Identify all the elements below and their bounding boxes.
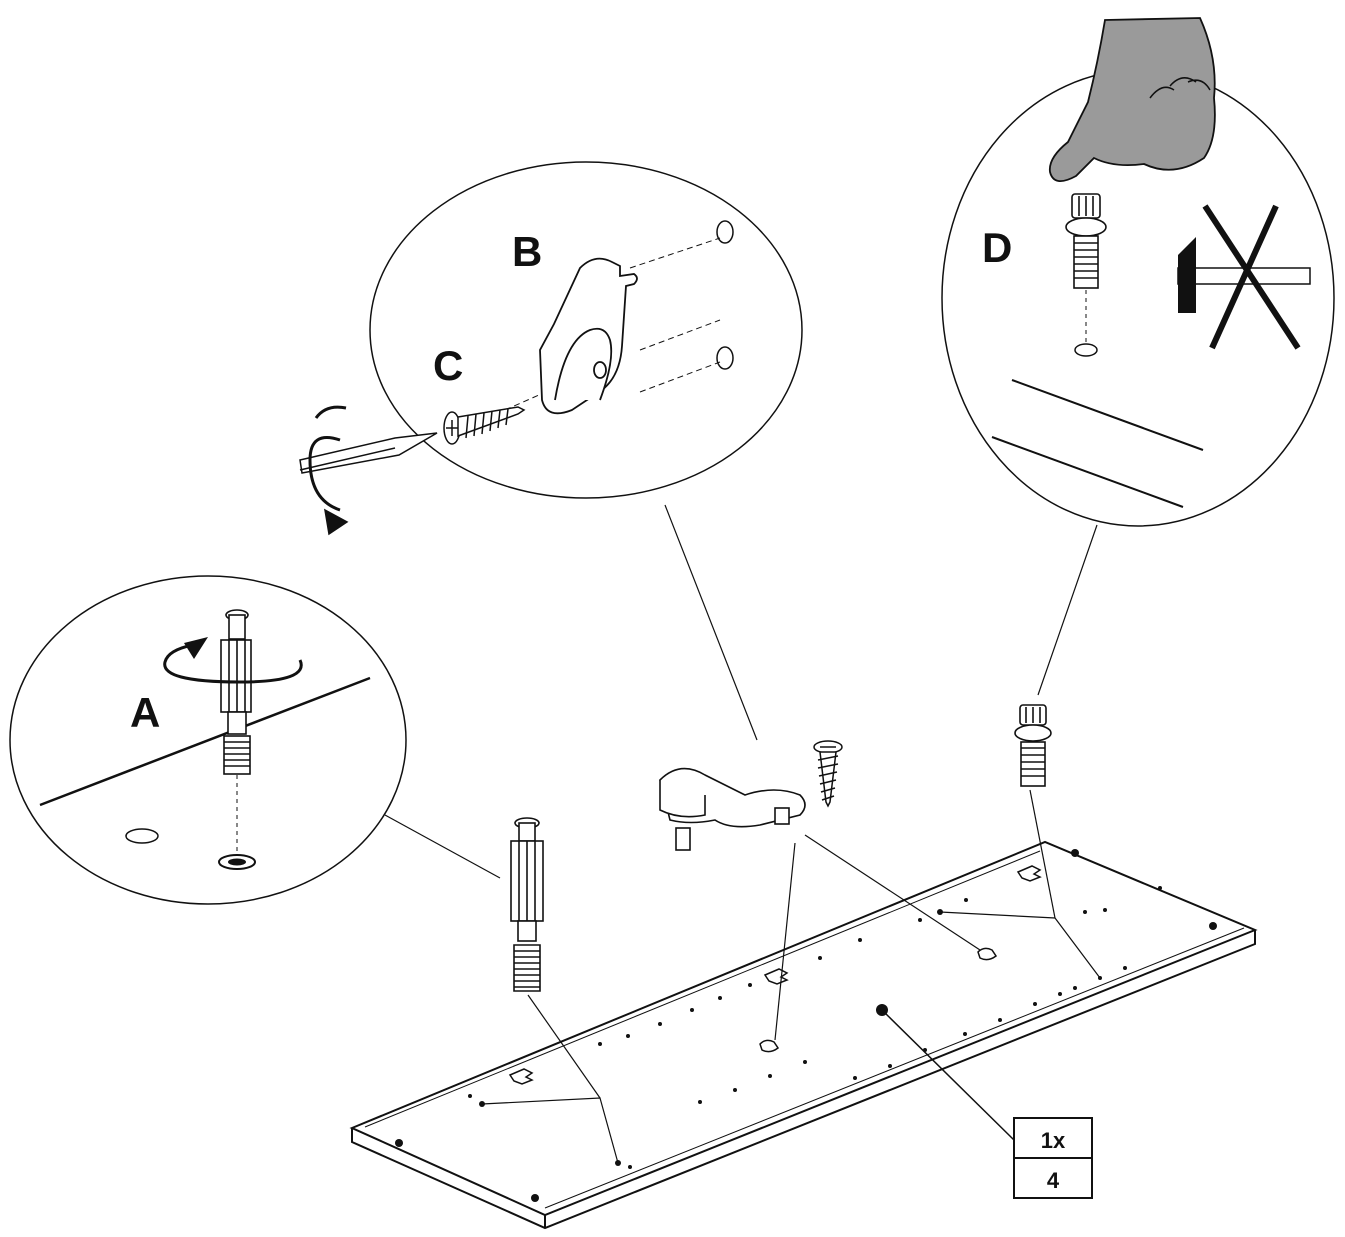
detail-bubble-bc: B C xyxy=(370,162,802,498)
callout-label-d: D xyxy=(982,224,1012,271)
quantity-count: 1x xyxy=(1041,1128,1066,1153)
callout-label-c: C xyxy=(433,342,463,389)
clip-bracket-part xyxy=(660,769,805,850)
quantity-page: 4 xyxy=(1047,1168,1060,1193)
callout-label-b: B xyxy=(512,228,542,275)
detail-bubble-d: D xyxy=(942,18,1334,526)
peg-part xyxy=(1015,705,1051,786)
detail-bubble-a: A xyxy=(10,576,406,904)
quantity-box: 1x 4 xyxy=(1014,1118,1092,1198)
callout-label-a: A xyxy=(130,689,160,736)
panel-board xyxy=(352,842,1255,1228)
wood-screw-part xyxy=(814,741,842,806)
cam-dowel-part xyxy=(511,818,543,991)
